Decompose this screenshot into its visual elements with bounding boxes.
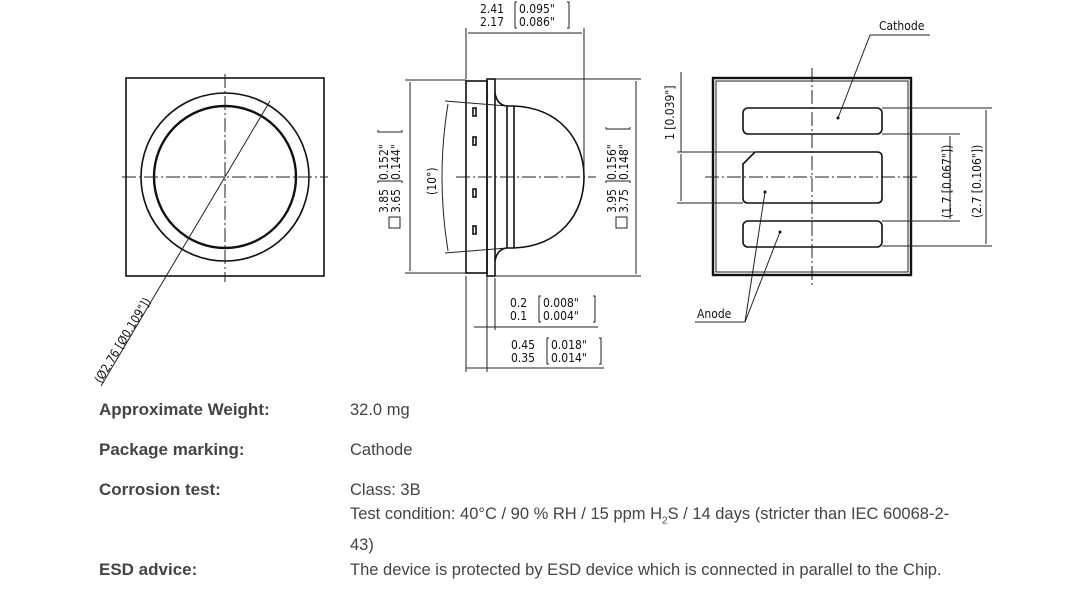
flange-dim-min-in: 0.004" [543,309,579,323]
top-view: (Ø2.76 [Ø0.109"]) [92,74,328,387]
right-dim-min: 3.75 [617,189,631,213]
package-outline-drawing: (Ø2.76 [Ø0.109"]) 3.85 3.65 0.152" 0.144… [92,1,992,387]
diameter-label: (Ø2.76 [Ø0.109"]) [92,295,154,386]
anode-pad-main [742,151,883,204]
angle-label: (10°) [425,167,439,195]
condition-text: Test condition: 40°C / 90 % RH / 15 ppm … [350,505,662,523]
outer-pad-dimension: (2.7 [0.106"]) [970,145,984,218]
top-dim-min-in: 0.086" [519,15,555,29]
property-value: 32.0 mg [350,401,410,419]
side-view: (10°) 2.41 2.17 0.095" 0.086" 3.95 3.75 … [425,1,641,372]
diameter-leader [100,100,271,387]
flange-dim-min: 0.1 [510,309,527,323]
property-row-corrosion: Corrosion test: Class: 3B Test condition… [99,478,999,558]
anode-label: Anode [697,307,732,321]
cathode-label: Cathode [879,19,925,33]
inner-pad-dimension: (1.7 [0.067"]) [940,145,954,218]
property-value: The device is protected by ESD device wh… [350,561,942,579]
bottom-view: Cathode Anode 1 [0.039"] (1.7 [0.067"]) … [663,19,992,323]
top-dim-max-in: 0.095" [519,2,555,16]
angle-arc [441,103,449,252]
flange-dim-max-in: 0.008" [543,296,579,310]
dim-min: 3.65 [389,189,403,213]
top-dim-min: 2.17 [480,15,504,29]
right-dim-max: 3.95 [605,189,619,213]
property-row-weight: Approximate Weight: 32.0 mg [99,398,999,438]
dim-min-in: 0.144" [389,144,403,180]
top-dim-max: 2.41 [480,2,504,16]
property-row-marking: Package marking: Cathode [99,438,999,478]
property-label: ESD advice: [99,560,198,579]
base-dim-min-in: 0.014" [551,351,587,365]
base-dim-max-in: 0.018" [551,338,587,352]
property-value: Cathode [350,441,413,459]
property-label: Package marking: [99,440,245,459]
flange-dim-max: 0.2 [510,296,527,310]
property-label: Corrosion test: [99,480,221,499]
package-properties: Approximate Weight: 32.0 mg Package mark… [99,398,999,582]
dim-max: 3.85 [377,189,391,213]
property-row-esd: ESD advice: The device is protected by E… [99,558,999,582]
base-dim-min: 0.35 [511,351,535,365]
pitch-dimension: 1 [0.039"] [663,85,677,140]
side-left-dimension: 3.85 3.65 0.152" 0.144" [377,79,466,274]
property-value: Class: 3B [350,481,421,499]
property-label: Approximate Weight: [99,400,270,419]
condition-text-end: S / 14 days (stricter than IEC 60068-2-4… [350,505,950,555]
right-dim-min-in: 0.148" [617,144,631,180]
square-symbol [388,216,401,229]
property-value-condition: Test condition: 40°C / 90 % RH / 15 ppm … [350,502,970,557]
dim-max-in: 0.152" [377,144,391,180]
condition-subscript: 2 [662,515,668,527]
base-dim-max: 0.45 [511,338,535,352]
right-dim-max-in: 0.156" [605,144,619,180]
